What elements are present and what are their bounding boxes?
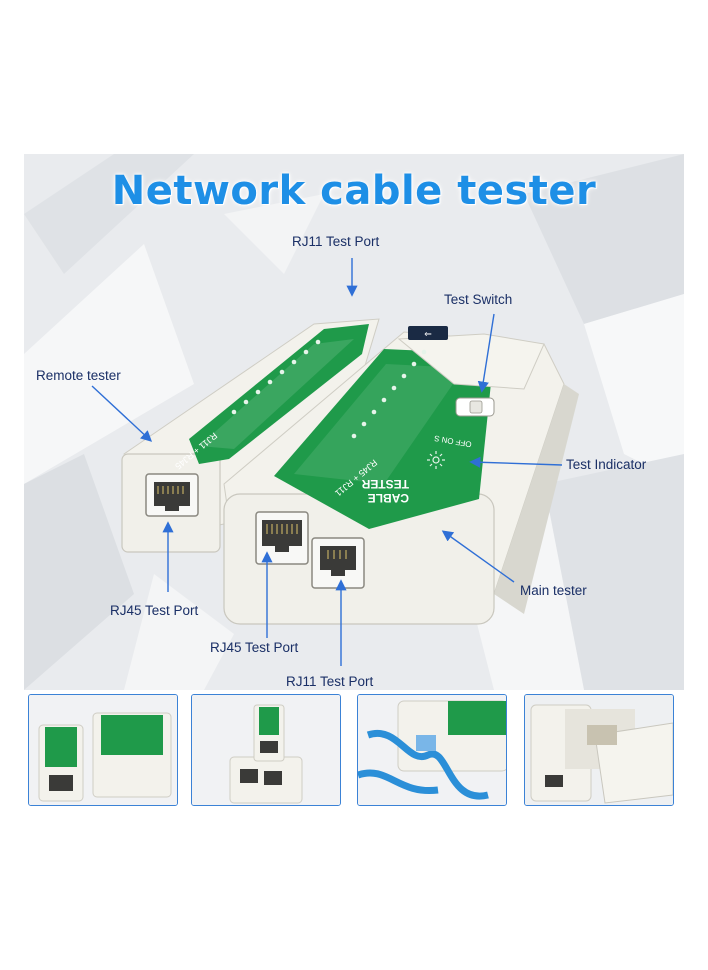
- thumbnail-2[interactable]: [191, 694, 341, 806]
- label-rj11-test-port-top: RJ11 Test Port: [292, 234, 380, 249]
- test-switch: [455, 397, 495, 417]
- label-test-indicator: Test Indicator: [566, 457, 647, 472]
- label-main-tester: Main tester: [520, 583, 587, 598]
- thumbnail-3[interactable]: [357, 694, 507, 806]
- label-remote-tester: Remote tester: [36, 368, 121, 383]
- arrow-icon: [477, 313, 495, 393]
- main-leds: [351, 349, 427, 439]
- label-test-switch: Test Switch: [444, 292, 513, 307]
- callout-arrows: [91, 258, 563, 666]
- page-title: Network cable tester: [111, 168, 597, 214]
- arrow-icon: [91, 385, 153, 442]
- svg-text:⇐: ⇐: [424, 330, 432, 340]
- device-text-tester: TESTER: [361, 477, 409, 491]
- arrow-icon: [469, 456, 563, 468]
- arrow-icon: [441, 530, 515, 583]
- background-pattern: [24, 154, 684, 690]
- device-text-cable: CABLE: [368, 491, 409, 505]
- product-image: Network cable tester: [24, 154, 684, 814]
- led-indicator-icon: [427, 451, 445, 469]
- rj45-port-main: [255, 511, 309, 565]
- thumbnail-strip: [24, 690, 684, 814]
- thumbnail-4[interactable]: [524, 694, 674, 806]
- cable-tester-device: ⇐ CABLE TESTER: [121, 318, 579, 625]
- thumbnail-1[interactable]: [28, 694, 178, 806]
- rj45-port-remote: [145, 473, 199, 517]
- rj11-port-main: [311, 537, 365, 589]
- label-rj45-test-port-left: RJ45 Test Port: [110, 603, 199, 618]
- label-rj45-test-port-bottom: RJ45 Test Port: [210, 640, 299, 655]
- remote-leds: [231, 339, 321, 415]
- label-rj11-test-port-bottom: RJ11 Test Port: [286, 674, 374, 689]
